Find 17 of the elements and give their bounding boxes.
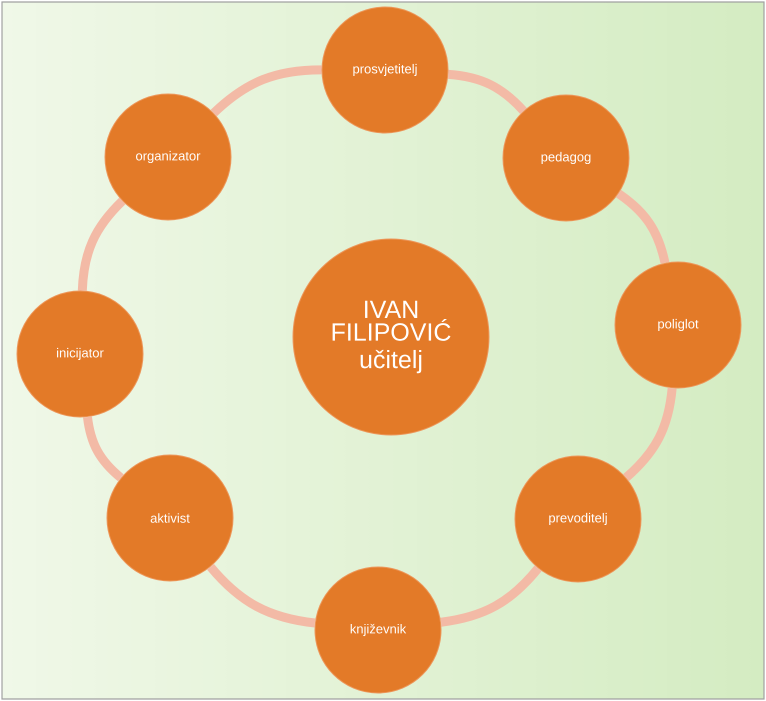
ring-segment (83, 416, 124, 482)
ring-segment (440, 565, 542, 627)
ring-segment (207, 564, 316, 628)
circle-node: inicijator (16, 290, 144, 418)
ring-segment (623, 388, 677, 481)
circle-node: IVAN FILIPOVIĆ učitelj (292, 238, 490, 436)
circle-node: organizator (104, 94, 232, 220)
circle-node: prevoditelj (514, 456, 642, 582)
ring-segment (616, 190, 670, 264)
circle-node: poliglot (614, 262, 742, 388)
ring-segment (448, 70, 527, 114)
circle-node: pedagog (502, 94, 630, 222)
ring-segment (78, 198, 126, 291)
circle-node: prosvjetitelj (322, 6, 448, 134)
ring-segment (210, 65, 322, 116)
circle-node: književnik (314, 566, 442, 694)
circle-node: aktivist (106, 454, 234, 582)
